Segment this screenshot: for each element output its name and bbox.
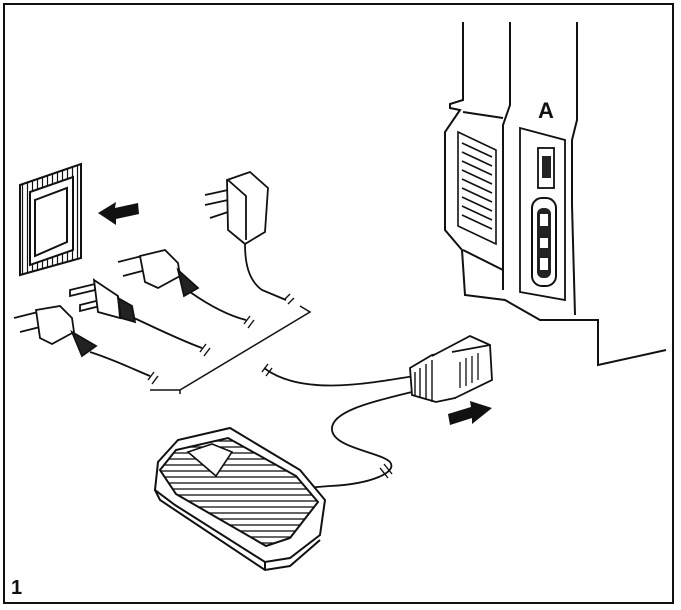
figure-number: 1 [11, 577, 22, 599]
pedal-cord [304, 391, 413, 489]
foot-pedal-icon [153, 426, 327, 572]
machine-socket [531, 197, 557, 287]
callout-a-label: A [538, 98, 554, 123]
plug-bracket [150, 305, 312, 394]
power-switch [537, 147, 555, 189]
power-plug-icon [204, 170, 295, 305]
sewing-machine [444, 22, 667, 367]
arrow-right-icon [448, 401, 492, 425]
machine-connector-plug [409, 334, 493, 403]
power-cord [263, 367, 415, 387]
wall-outlet-icon [19, 162, 82, 277]
arrow-left-icon [98, 202, 139, 225]
vent-grille [457, 130, 497, 246]
power-plug-icon [13, 305, 159, 385]
power-plug-icon [117, 249, 255, 329]
power-plug-icon [69, 278, 211, 357]
